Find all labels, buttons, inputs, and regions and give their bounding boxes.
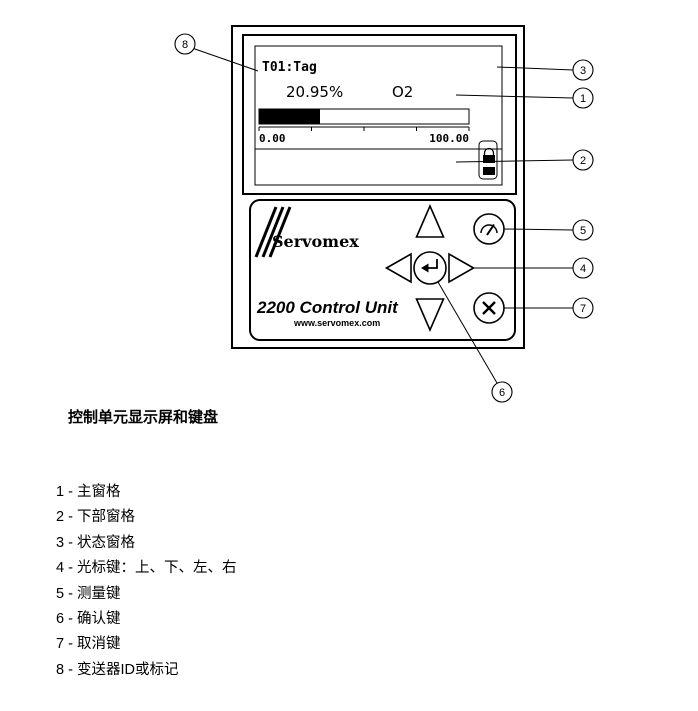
leader-line-5 <box>503 228 574 231</box>
model-text: 2200 Control Unit <box>256 298 399 317</box>
servomex-logo: Servomex <box>254 206 359 258</box>
legend-item-8: 8 - 变送器ID或标记 <box>56 661 179 678</box>
left-arrow-key <box>384 252 412 284</box>
figure-caption: 控制单元显示屏和键盘 <box>68 409 219 426</box>
right-arrow-key <box>448 252 476 284</box>
gauge-icon <box>480 223 498 236</box>
bargraph <box>258 108 470 125</box>
svg-text:1: 1 <box>580 93 586 105</box>
svg-text:4: 4 <box>580 263 586 275</box>
scale-max-label: 100.00 <box>429 132 469 145</box>
callout-4: 4 <box>572 257 594 279</box>
callout-1: 1 <box>572 87 594 109</box>
callout-5: 5 <box>572 219 594 241</box>
legend-item-1: 1 - 主窗格 <box>56 484 121 500</box>
callout-7: 7 <box>572 297 594 319</box>
up-arrow-key <box>415 203 445 238</box>
svg-text:7: 7 <box>580 303 586 315</box>
leader-line-3 <box>496 66 574 71</box>
down-arrow-key <box>415 298 445 333</box>
bargraph-fill <box>259 109 320 124</box>
return-arrow-icon <box>421 259 438 273</box>
leader-line-2 <box>455 159 574 163</box>
callout-8: 8 <box>174 33 196 55</box>
device-body <box>231 25 525 349</box>
svg-text:5: 5 <box>580 225 586 237</box>
keypad-panel <box>249 199 516 341</box>
display-bezel <box>242 34 517 195</box>
legend-item-7: 7 - 取消键 <box>56 636 121 653</box>
svg-text:2: 2 <box>580 155 586 167</box>
device-figure: T01:Tag 20.95% O2 0.00 100.00 <box>174 25 594 403</box>
padlock-icon <box>478 140 498 180</box>
callout-6: 6 <box>491 381 513 403</box>
callout-3: 3 <box>572 59 594 81</box>
gas-text: O2 <box>392 83 413 101</box>
leader-line-6 <box>437 281 498 384</box>
legend-item-3: 3 - 状态窗格 <box>56 534 135 551</box>
callout-2: 2 <box>572 149 594 171</box>
x-cross-icon <box>482 301 496 315</box>
legend-item-2: 2 - 下部窗格 <box>56 509 135 526</box>
legend-item-4: 4 - 光标键：上、下、左、右 <box>56 560 237 577</box>
leader-line-1 <box>455 94 574 99</box>
website-text: www.servomex.com <box>293 318 380 328</box>
leader-lines <box>193 48 574 384</box>
brand-text: Servomex <box>272 232 359 251</box>
bargraph-scale <box>258 126 470 131</box>
svg-text:3: 3 <box>580 65 586 77</box>
svg-text:8: 8 <box>182 39 188 51</box>
scale-min-label: 0.00 <box>259 132 286 145</box>
tag-text: T01:Tag <box>262 60 317 75</box>
svg-text:6: 6 <box>499 387 505 399</box>
legend-list: 1 - 主窗格 2 - 下部窗格 3 - 状态窗格 4 - 光标键：上、下、左、… <box>56 480 236 683</box>
reading-text: 20.95% <box>286 83 343 101</box>
measure-key <box>473 213 505 245</box>
legend-item-6: 6 - 确认键 <box>56 611 121 628</box>
legend-item-5: 5 - 测量键 <box>56 585 121 602</box>
leader-line-8 <box>193 48 259 72</box>
